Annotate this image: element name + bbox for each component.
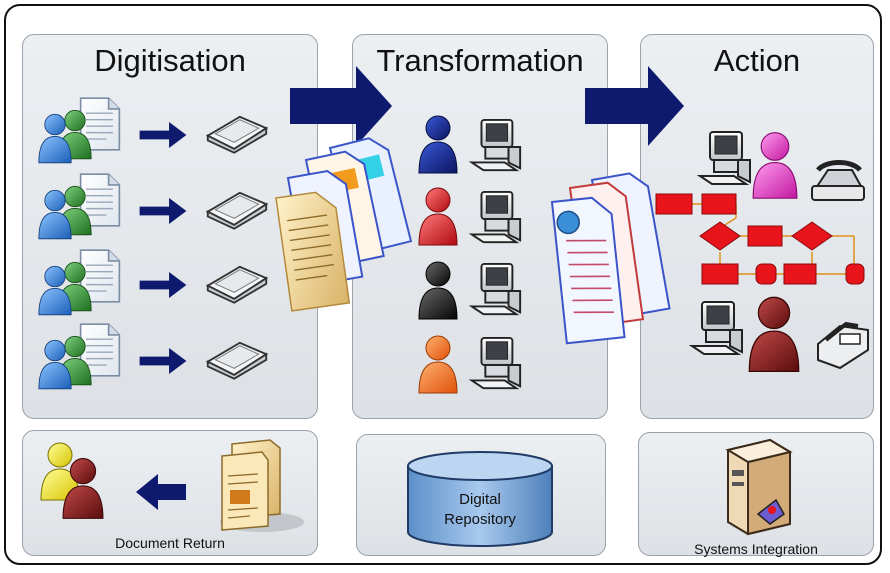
scanned-documents-icon <box>275 137 413 312</box>
telephone-icon <box>811 160 865 201</box>
document-return-people <box>40 442 104 519</box>
action-title: Action <box>713 43 801 78</box>
transformation-row-3 <box>418 261 522 320</box>
database-icon <box>407 451 553 547</box>
digitisation-row-2 <box>38 173 268 240</box>
flowchart-shapes <box>655 193 865 285</box>
digitisation-row-4 <box>38 323 268 390</box>
return-arrow-icon <box>136 474 186 510</box>
folder-icon <box>220 439 304 532</box>
stage-arrow-2 <box>585 66 684 146</box>
transformation-row-1 <box>418 115 522 174</box>
transformation-row-2 <box>418 187 522 246</box>
systems-integration-label: Systems Integration <box>694 541 818 557</box>
processed-documents-icon <box>550 172 671 345</box>
stage-arrow-1 <box>290 66 392 146</box>
action-computer-bottom <box>691 301 743 355</box>
repository-label-line1: Digital <box>459 491 501 508</box>
server-icon <box>725 438 793 536</box>
digitisation-title: Digitisation <box>94 43 246 78</box>
document-return-label: Document Return <box>115 535 225 551</box>
transformation-title: Transformation <box>376 43 584 78</box>
digitisation-row-1 <box>38 97 268 164</box>
repository-label: Digital Repository <box>408 490 552 530</box>
transformation-row-4 <box>418 335 522 394</box>
repository-label-line2: Repository <box>444 511 516 528</box>
fax-icon <box>817 321 869 370</box>
action-computer-top <box>699 131 751 185</box>
digitisation-row-3 <box>38 249 268 316</box>
action-person-maroon <box>748 296 800 373</box>
action-person-magenta <box>752 132 798 199</box>
